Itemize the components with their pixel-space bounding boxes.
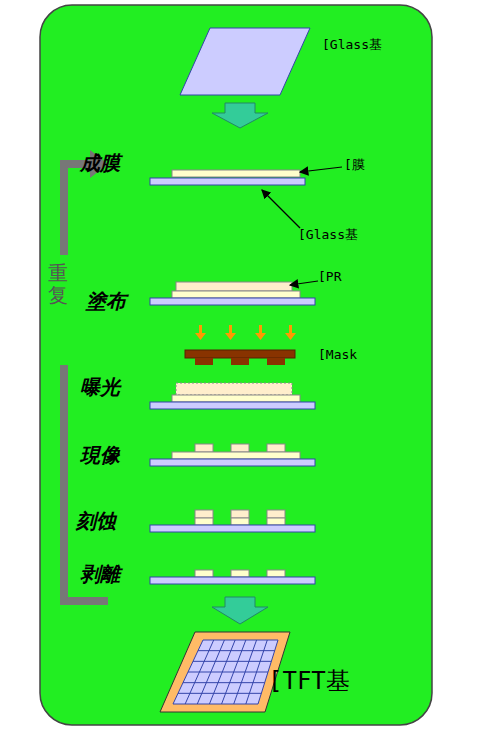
pr-layer [176, 383, 292, 395]
step-label: 成膜 [80, 152, 120, 174]
leader-line [300, 167, 342, 172]
pr-pattern [195, 444, 213, 452]
down-arrow [212, 597, 268, 624]
leader-line [262, 190, 300, 228]
light-arrows [195, 325, 296, 340]
down-arrow [212, 103, 268, 128]
step-label: 曝光 [80, 376, 120, 398]
mask-label: [Mask [318, 348, 357, 362]
substrate-label: [Glass基 [298, 228, 358, 242]
layer-label: [PR [318, 270, 341, 284]
tft-array [173, 640, 278, 704]
substrate-label: [TFT基 [268, 668, 350, 694]
repeat-label: 重复 [48, 262, 68, 306]
substrate-label: [Glass基 [322, 38, 382, 52]
pr-layer [176, 282, 292, 291]
glass-layer [150, 178, 305, 185]
leader-line [290, 281, 318, 285]
step-label: 塗布 [86, 290, 126, 312]
mask [185, 350, 295, 358]
film-layer [172, 291, 300, 298]
step-label: 剥離 [80, 563, 120, 585]
green-panel [40, 5, 432, 725]
tft-grid [178, 640, 275, 704]
step-label: 刻蚀 [76, 510, 116, 532]
film-layer [172, 170, 300, 177]
glass-layer [150, 298, 315, 305]
glass-plate [180, 28, 310, 95]
film-pattern [195, 570, 213, 577]
layer-label: [膜 [344, 158, 365, 172]
step-label: 現像 [80, 444, 120, 466]
pr-pattern [195, 510, 213, 518]
